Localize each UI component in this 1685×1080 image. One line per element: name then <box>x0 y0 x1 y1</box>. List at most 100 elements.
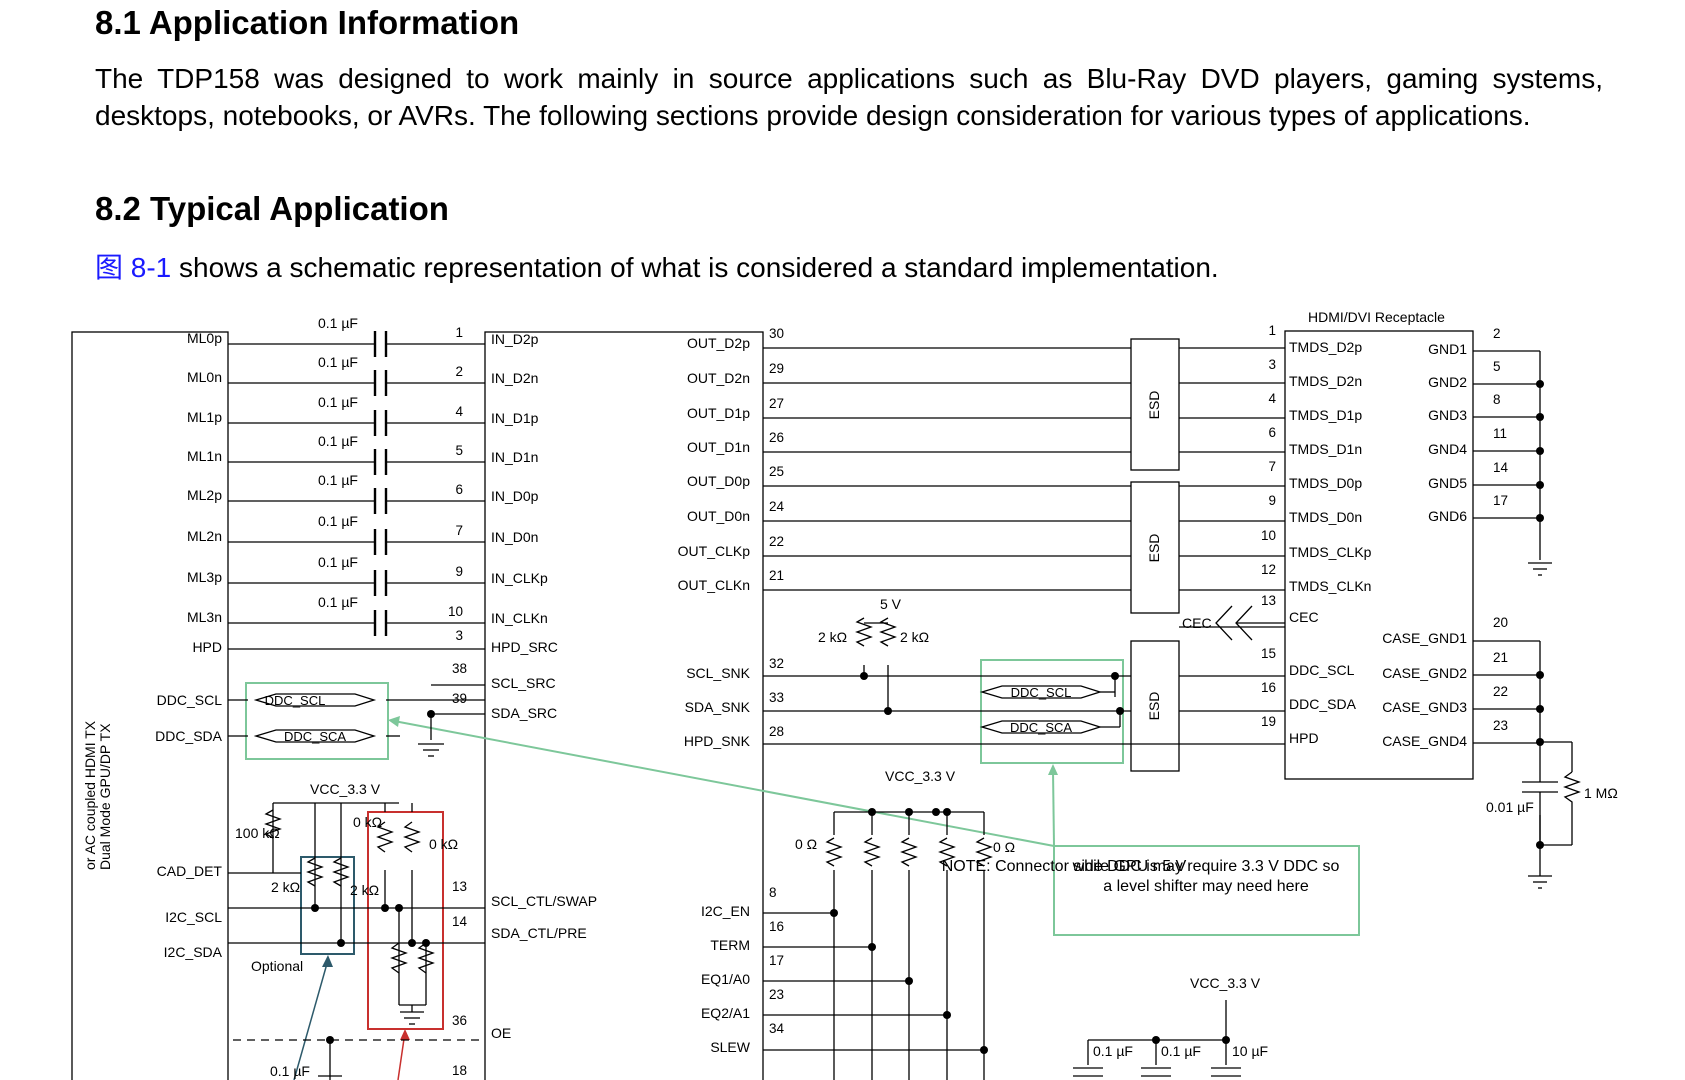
receptacle-right-number-8: 22 <box>1493 684 1508 699</box>
case-cap-label: 0.01 µF <box>1486 799 1534 815</box>
esd-label-3: ESD <box>1146 692 1162 721</box>
chip-ctl-pin-number-0: 13 <box>452 879 467 894</box>
cec-arrow-icon <box>1215 605 1285 641</box>
decoupling-cap-label-2: 0.1 µF <box>1161 1043 1201 1059</box>
chip-out-pin-out-d0p: OUT_D0p <box>687 473 750 489</box>
cap-pin-number-2: 4 <box>455 404 463 419</box>
chip-out-pin-number-8: 32 <box>769 656 784 671</box>
case-gnd-junction-dot-1 <box>1536 705 1544 713</box>
coupling-cap-label-7: 0.1 µF <box>318 594 358 610</box>
chip-ctl-pin-number-1: 14 <box>452 914 468 929</box>
junction-dots <box>311 672 1544 1054</box>
note-pointer-arrow-right <box>1048 764 1058 775</box>
source-title-line-1: Dual Mode GPU/DP TX <box>97 723 113 870</box>
chip-out-pin-out-d1n: OUT_D1n <box>687 439 750 455</box>
chip-in-pin-in_d1n: IN_D1n <box>491 449 538 465</box>
source-title-line-2: or AC coupled HDMI TX <box>82 720 98 870</box>
receptacle-left-pin-tmds-d1n: TMDS_D1n <box>1289 441 1362 457</box>
receptacle-left-pin-tmds-d2p: TMDS_D2p <box>1289 339 1362 355</box>
section-8-2-body-text: shows a schematic representation of what… <box>171 252 1219 283</box>
chip-in-pin-in_d0n: IN_D0n <box>491 529 538 545</box>
receptacle-right-pin-gnd2: GND2 <box>1428 374 1467 390</box>
coupling-cap-label-4: 0.1 µF <box>318 472 358 488</box>
coupling-cap-label-2: 0.1 µF <box>318 394 358 410</box>
chip-out-pin-number-0: 30 <box>769 326 784 341</box>
hdmi-receptacle-block <box>1284 330 1474 780</box>
chip-out-pin-out-clkn: OUT_CLKn <box>678 577 750 593</box>
receptacle-right-number-6: 20 <box>1493 615 1508 630</box>
receptacle-left-number-6: 10 <box>1261 528 1276 543</box>
esd-label-2: ESD <box>1146 534 1162 563</box>
vcc-label-bottom: VCC_3.3 V <box>1190 975 1261 991</box>
r-0k-label-a: 0 kΩ <box>353 814 382 830</box>
receptacle-left-number-1: 3 <box>1268 357 1276 372</box>
receptacle-left-pin-tmds-d1p: TMDS_D1p <box>1289 407 1362 423</box>
chip-ctl-pin-oe: OE <box>491 1025 511 1041</box>
receptacle-left-number-7: 12 <box>1261 562 1276 577</box>
vcc-label-mid: VCC_3.3 V <box>885 768 956 784</box>
receptacle-left-number-9: 15 <box>1261 646 1276 661</box>
cap-pin-number-4: 6 <box>455 482 463 497</box>
cap-pin-number-5: 7 <box>455 523 463 538</box>
decoupling-cap-label-3: 10 µF <box>1232 1043 1268 1059</box>
receptacle-left-number-10: 16 <box>1261 680 1276 695</box>
section-8-1-body: The TDP158 was designed to work mainly i… <box>95 63 1603 131</box>
receptacle-left-number-4: 7 <box>1268 459 1276 474</box>
figure-reference-link[interactable]: 图 8-1 <box>95 252 172 283</box>
chip-out-pin-sda-snk: SDA_SNK <box>685 699 751 715</box>
optional-pullup-box <box>300 856 355 955</box>
decoupling-cap-label-1: 0.1 µF <box>1093 1043 1133 1059</box>
static-wiring <box>228 350 1573 1080</box>
oe-cap-label: 0.1 µF <box>270 1063 310 1079</box>
ddc-tag-shapes <box>253 685 1120 743</box>
esd-block-2 <box>1130 481 1180 614</box>
cec-label: CEC <box>1182 615 1212 631</box>
chip-in-pin-scl-src: SCL_SRC <box>491 675 556 691</box>
chip-in-pin-in_d2p: IN_D2p <box>491 331 539 347</box>
receptacle-right-number-1: 5 <box>1493 359 1501 374</box>
chip-out-pin-out-d0n: OUT_D0n <box>687 508 750 524</box>
chip-pin-number-39: 39 <box>452 691 467 706</box>
source-pin-ml3n: ML3n <box>187 609 222 625</box>
receptacle-right-pin-gnd5: GND5 <box>1428 475 1467 491</box>
receptacle-title: HDMI/DVI Receptacle <box>1308 309 1445 325</box>
gnd-junction-dot-1 <box>1536 413 1544 421</box>
source-pin-ml1n: ML1n <box>187 448 222 464</box>
receptacle-right-pin-gnd4: GND4 <box>1428 441 1467 457</box>
chip-in-pin-hpd-src: HPD_SRC <box>491 639 558 655</box>
receptacle-left-number-11: 19 <box>1261 714 1276 729</box>
receptacle-right-number-9: 23 <box>1493 718 1508 733</box>
esd-block-1 <box>1130 338 1180 471</box>
note-line-2: while GPU may require 3.3 V DDC so <box>1072 858 1340 875</box>
coupling-cap-label-0: 0.1 µF <box>318 315 358 331</box>
pullup-2k-label-2: 2 kΩ <box>900 629 929 645</box>
r-2k-label-b: 2 kΩ <box>350 882 379 898</box>
chip-cfg-pin-number-4: 34 <box>769 1021 785 1036</box>
coupling-cap-label-3: 0.1 µF <box>318 433 358 449</box>
r-2k-label-a: 2 kΩ <box>271 879 300 895</box>
receptacle-right-pin-case-gnd1: CASE_GND1 <box>1382 630 1467 646</box>
gnd-junction-dot-4 <box>1536 514 1544 522</box>
source-pin-ml0p: ML0p <box>187 330 222 346</box>
chip-out-pin-number-1: 29 <box>769 361 784 376</box>
chip-out-pin-number-2: 27 <box>769 396 784 411</box>
ddc-scl-tag-left: DDC_SCL <box>265 693 326 708</box>
receptacle-left-pin-tmds-d2n: TMDS_D2n <box>1289 373 1362 389</box>
source-pin-i2c-scl: I2C_SCL <box>165 909 222 925</box>
receptacle-right-pin-case-gnd2: CASE_GND2 <box>1382 665 1467 681</box>
source-tx-block <box>71 331 229 1080</box>
chip-in-pin-in_clkp: IN_CLKp <box>491 570 548 586</box>
receptacle-right-pin-gnd1: GND1 <box>1428 341 1467 357</box>
section-8-2-body: 图 8-1 shows a schematic representation o… <box>95 250 1603 287</box>
receptacle-left-number-8: 13 <box>1261 593 1276 608</box>
coupling-cap-label-1: 0.1 µF <box>318 354 358 370</box>
chip-out-pin-hpd-snk: HPD_SNK <box>684 733 751 749</box>
source-pin-cad-det: CAD_DET <box>157 863 223 879</box>
ddc-sca-tag-right: DDC_SCA <box>1010 720 1072 735</box>
chip-out-pin-number-4: 25 <box>769 464 784 479</box>
chip-in-pin-sda-src: SDA_SRC <box>491 705 557 721</box>
cap-pin-number-7: 10 <box>448 604 463 619</box>
receptacle-left-number-0: 1 <box>1268 323 1276 338</box>
receptacle-left-number-2: 4 <box>1268 391 1276 406</box>
